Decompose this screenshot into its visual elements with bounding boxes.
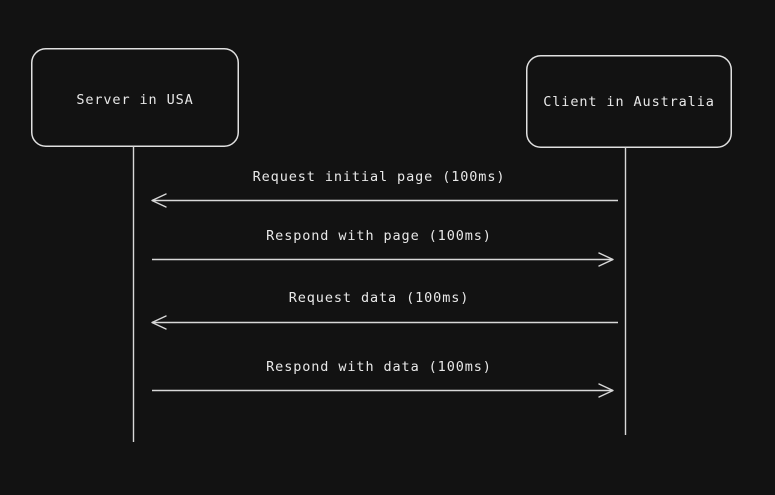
message-arrowhead-left-1: [151, 193, 167, 208]
message-4[interactable]: Respond with data (100ms): [152, 359, 614, 398]
message-arrowhead-right-4: [598, 383, 614, 398]
message-1[interactable]: Request initial page (100ms): [151, 169, 618, 208]
message-label-3: Request data (100ms): [289, 290, 470, 306]
message-3[interactable]: Request data (100ms): [151, 290, 618, 330]
message-label-1: Request initial page (100ms): [253, 169, 506, 185]
participant-client[interactable]: Client in Australia: [526, 55, 732, 435]
participant-label-server: Server in USA: [76, 92, 193, 108]
participant-box-client[interactable]: [526, 55, 732, 148]
message-label-4: Respond with data (100ms): [266, 359, 492, 375]
participant-box-server[interactable]: [31, 48, 239, 147]
message-2[interactable]: Respond with page (100ms): [152, 228, 614, 267]
message-label-2: Respond with page (100ms): [266, 228, 492, 244]
participant-server[interactable]: Server in USA: [31, 48, 239, 442]
message-arrowhead-left-3: [151, 315, 167, 330]
message-arrowhead-right-2: [598, 252, 614, 267]
participant-label-client: Client in Australia: [543, 94, 715, 110]
